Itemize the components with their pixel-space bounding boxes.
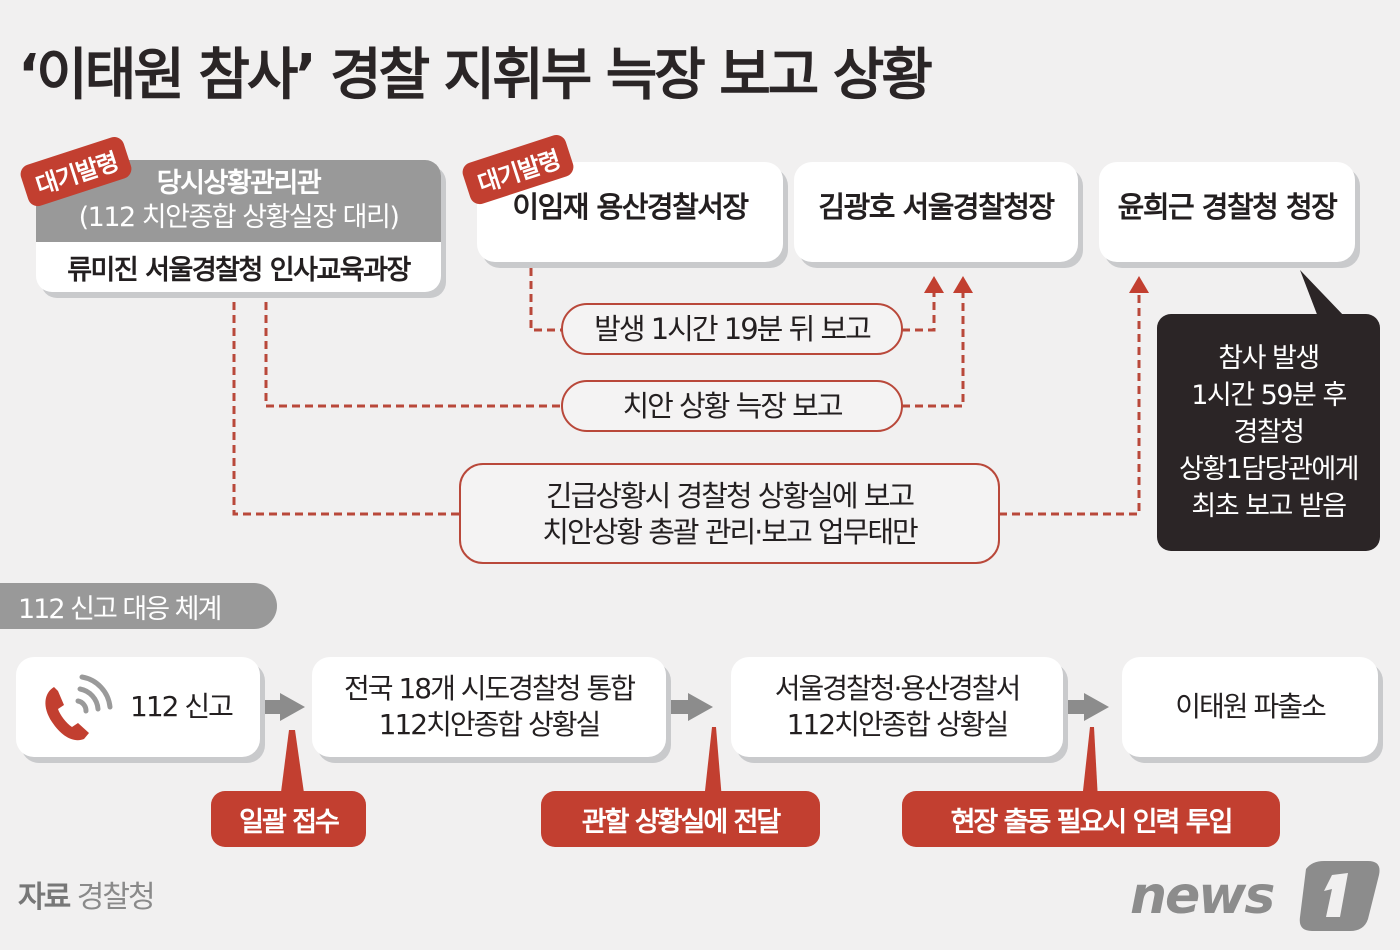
manager-name: 류미진 서울경찰청 인사교육과장: [67, 254, 411, 286]
flow-card-national-center: 전국 18개 시도경찰청 통합 112치안종합 상황실: [312, 657, 666, 757]
news1-logo-icon: news: [1130, 861, 1380, 931]
report-pill-late-report: 치안 상황 늑장 보고: [561, 380, 903, 432]
arrow-up-icon: [953, 276, 973, 293]
flow-card-seoul-yongsan-center: 서울경찰청·용산경찰서 112치안종합 상황실: [731, 657, 1063, 757]
flow-card-112-call: 112 신고: [16, 657, 260, 757]
flow-line-2: 112치안종합 상황실: [378, 708, 602, 741]
flow-line-1: 전국 18개 시도경찰청 통합: [344, 672, 636, 705]
flow-label: 이태원 파출소: [1175, 690, 1326, 723]
report-pill-negligence: 긴급상황시 경찰청 상황실에 보고 치안상황 총괄 관리·보고 업무태만: [459, 463, 1000, 564]
arrow-up-icon: [1129, 276, 1149, 293]
page-title: ‘이태원 참사’ 경찰 지휘부 늑장 보고 상황: [18, 43, 933, 108]
source-name: 경찰청: [76, 880, 156, 915]
report-line-1: 긴급상황시 경찰청 상황실에 보고: [545, 478, 915, 513]
flow-line-2: 112치안종합 상황실: [786, 708, 1010, 741]
flow-line-1: 서울경찰청·용산경찰서: [774, 672, 1022, 705]
callout-line: 상황1담당관에게: [1178, 454, 1360, 485]
callout-line: 경찰청: [1233, 417, 1305, 448]
svg-text:news: news: [1130, 866, 1274, 926]
callout-line: 1시간 59분 후: [1191, 380, 1347, 411]
manager-role-detail: (112 치안종합 상황실장 대리): [78, 202, 400, 233]
source-prefix: 자료: [18, 880, 71, 915]
manager-role: 당시상황관리관: [156, 168, 322, 199]
official-name: 김광호 서울경찰청장: [818, 190, 1055, 224]
flow-card-itaewon-police-box: 이태원 파출소: [1122, 657, 1378, 757]
official-card-seoul-commissioner: 김광호 서울경찰청장: [794, 162, 1078, 262]
phone-signal-icon: [45, 674, 113, 741]
report-pill-delayed: 발생 1시간 19분 뒤 보고: [561, 303, 903, 355]
note-forward-jurisdiction: 관할 상황실에 전달: [541, 791, 820, 847]
note-bulk-receive: 일괄 접수: [211, 791, 366, 847]
news1-logo: news: [1128, 857, 1383, 932]
official-name: 윤희근 경찰청 청장: [1117, 190, 1338, 224]
report-label: 치안 상황 늑장 보고: [622, 389, 843, 423]
callout-first-report: 참사 발생 1시간 59분 후 경찰청 상황1담당관에게 최초 보고 받음: [1157, 314, 1380, 551]
callout-line: 참사 발생: [1218, 343, 1320, 374]
source-credit: 자료 경찰청: [18, 872, 156, 916]
official-card-national-commissioner: 윤희근 경찰청 청장: [1099, 162, 1355, 262]
note-dispatch-personnel: 현장 출동 필요시 인력 투입: [902, 791, 1280, 847]
flow-label: 112 신고: [130, 690, 234, 723]
report-label: 발생 1시간 19분 뒤 보고: [594, 312, 872, 346]
arrow-up-icon: [924, 276, 944, 293]
report-line-2: 치안상황 총괄 관리·보고 업무태만: [542, 514, 918, 549]
official-name: 이임재 용산경찰서장: [512, 190, 749, 224]
situation-manager-card: 당시상황관리관 (112 치안종합 상황실장 대리) 류미진 서울경찰청 인사교…: [36, 160, 441, 292]
section-label-112-system: 112 신고 대응 체계: [0, 583, 277, 629]
callout-line: 최초 보고 받음: [1191, 491, 1347, 522]
